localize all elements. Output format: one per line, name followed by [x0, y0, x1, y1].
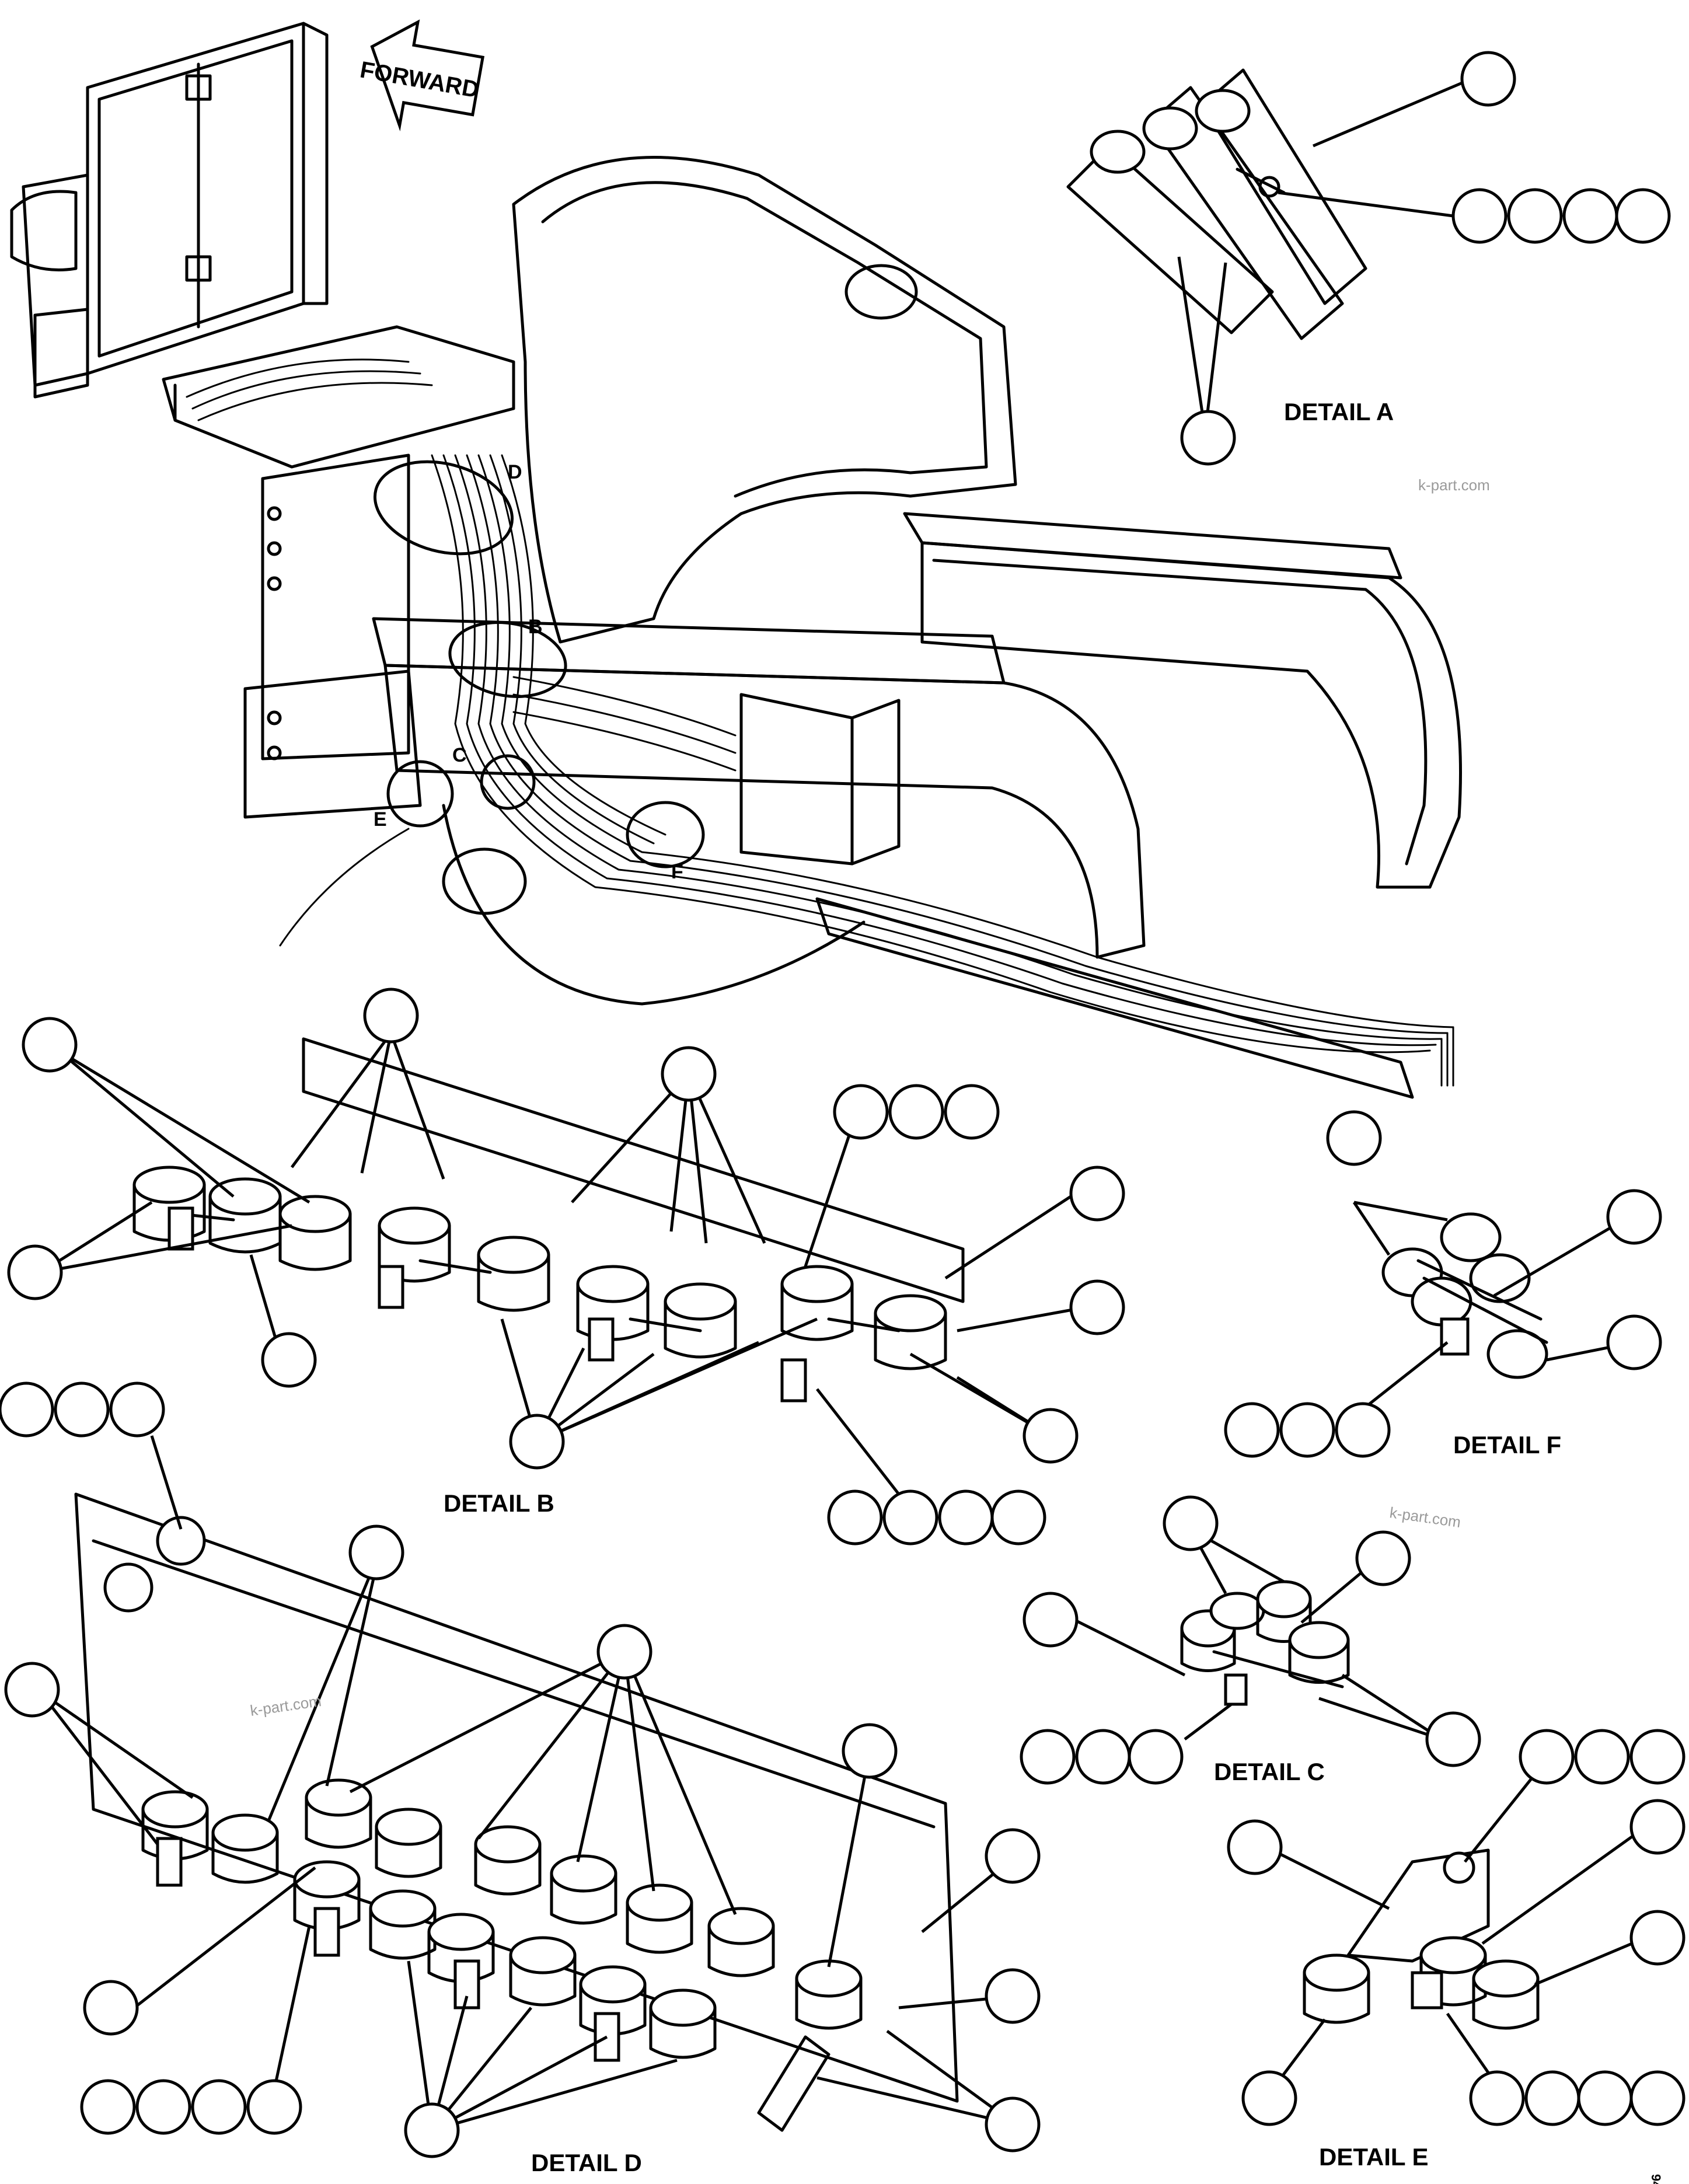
main-assembly-view: D B C E F FORWARD	[10, 19, 1462, 1099]
detail-ref-f: F	[671, 861, 683, 883]
detail-d-balloons	[0, 1381, 1041, 2158]
detail-b-balloons	[7, 988, 1125, 1545]
detail-f-drawing	[1381, 1212, 1548, 1379]
detail-a-balloons	[1180, 51, 1671, 466]
detail-f-balloons	[1224, 1110, 1662, 1458]
detail-d-caption: DETAIL D	[531, 2149, 642, 2176]
lower-frame	[243, 453, 1414, 1099]
detail-b-caption: DETAIL B	[444, 1489, 554, 1517]
hose-bundle	[279, 454, 1454, 1087]
forward-arrow: FORWARD	[358, 19, 485, 132]
detail-f-caption: DETAIL F	[1453, 1431, 1561, 1459]
detail-a-drawing	[1066, 68, 1367, 340]
detail-c-caption: DETAIL C	[1214, 1758, 1325, 1785]
detail-e-leaders	[1271, 1773, 1647, 2091]
detail-callouts	[373, 460, 705, 915]
cab-housing	[10, 22, 329, 399]
detail-d-drawing	[74, 1492, 959, 2132]
detail-ref-b: B	[528, 616, 543, 638]
detail-e-balloons	[1227, 1729, 1685, 2126]
detail-ref-d: D	[508, 461, 522, 483]
detail-e-drawing	[1303, 1848, 1540, 2030]
watermark-top: k-part.com	[1418, 476, 1490, 494]
detail-a-leaders	[1177, 80, 1465, 432]
hose-tray	[162, 325, 515, 469]
watermark-mid: k-part.com	[1388, 1503, 1462, 1531]
detail-e-caption: DETAIL E	[1319, 2143, 1428, 2171]
detail-ref-e: E	[374, 808, 387, 831]
detail-a-caption: DETAIL A	[1284, 398, 1394, 425]
c-frame	[512, 156, 1462, 889]
detail-b-drawing	[132, 1037, 965, 1402]
detail-c-balloons	[1020, 1495, 1481, 1785]
detail-c-drawing	[1180, 1580, 1350, 1706]
figure-number: 94F10	[1649, 2174, 1663, 2184]
detail-ref-c: C	[452, 744, 467, 766]
